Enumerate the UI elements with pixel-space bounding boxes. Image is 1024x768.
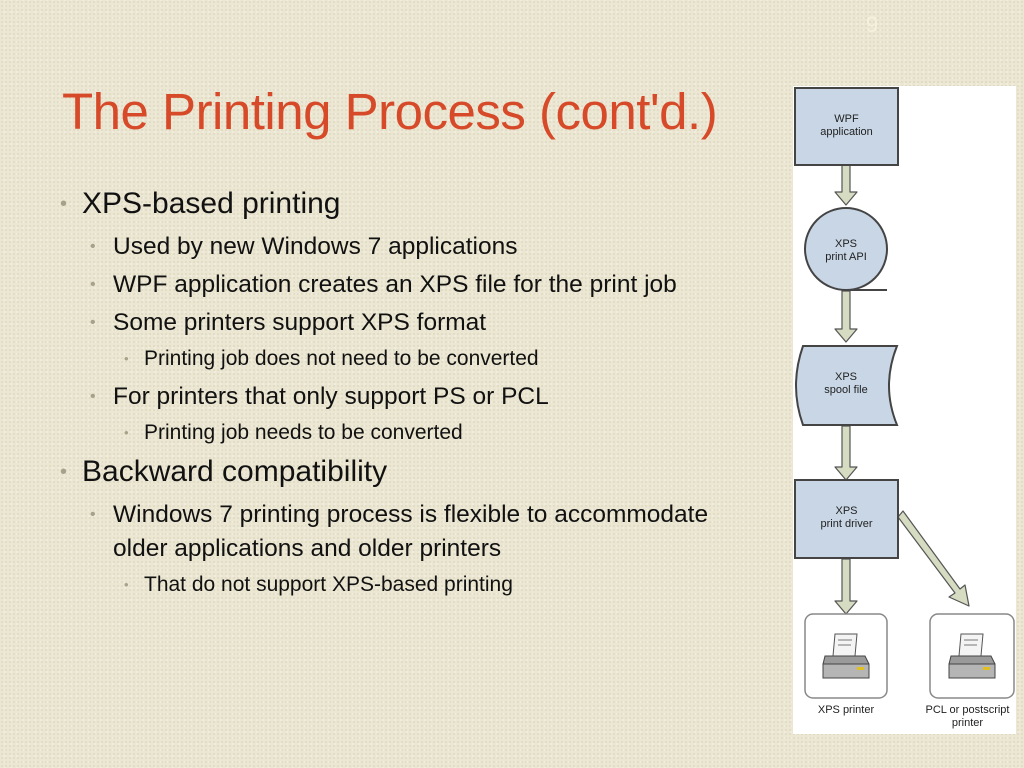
bullet-text: That do not support XPS-based printing [144, 573, 513, 596]
arrow-diagonal-icon [897, 510, 970, 607]
bullet-text: Windows 7 printing process is flexible t… [113, 501, 709, 562]
xps-print-api-label: XPS print API [825, 238, 867, 263]
bullet-dot-icon: • [124, 351, 129, 366]
xps-print-driver-label: XPS print driver [820, 505, 873, 530]
bullet-text: WPF application creates an XPS file for … [113, 271, 677, 298]
bullet-dot-icon: • [90, 388, 96, 405]
bullet-text: For printers that only support PS or PCL [113, 383, 549, 410]
bullet-text: XPS-based printing [82, 187, 341, 220]
bullet-item: • Some printers support XPS format [58, 306, 738, 340]
printer-icon [822, 633, 870, 679]
xps-printer-label: XPS printer [817, 704, 875, 716]
bullet-item: • Windows 7 printing process is flexible … [58, 498, 738, 566]
arrow-down-icon [834, 558, 858, 615]
xps-spool-file-label: XPS spool file [824, 371, 868, 396]
slide-number: 9 [865, 12, 879, 37]
bullet-item: • That do not support XPS-based printing [58, 570, 738, 600]
printing-flow-diagram: WPF application XPS print API XPS spool … [793, 86, 1016, 734]
bullet-item: • Printing job needs to be converted [58, 418, 738, 448]
bullet-item: • Backward compatibility [58, 454, 738, 490]
bullet-text: Used by new Windows 7 applications [113, 233, 518, 260]
bullet-dot-icon: • [90, 276, 96, 293]
slide-title: The Printing Process (cont'd.) [62, 83, 718, 140]
bullet-text: Printing job does not need to be convert… [144, 347, 539, 370]
bullet-dot-icon: • [90, 506, 96, 523]
bullet-item: • WPF application creates an XPS file for… [58, 268, 738, 302]
bullet-item: • Used by new Windows 7 applications [58, 230, 738, 264]
bullet-item: • Printing job does not need to be conver… [58, 344, 738, 374]
bullet-text: Printing job needs to be converted [144, 421, 463, 444]
bullet-text: Backward compatibility [82, 455, 388, 488]
xps-print-driver-box [794, 479, 899, 559]
wpf-application-box [794, 87, 899, 166]
bullet-list: • XPS-based printing • Used by new Windows… [58, 186, 738, 606]
arrow-down-icon [834, 290, 858, 343]
pcl-printer-label: PCL or postscript printer [925, 704, 1010, 729]
bullet-dot-icon: • [60, 193, 68, 215]
bullet-dot-icon: • [90, 314, 96, 331]
wpf-application-label: WPF application [820, 113, 873, 138]
arrow-down-icon [834, 164, 858, 206]
bullet-item: • For printers that only support PS or PC… [58, 380, 738, 414]
bullet-dot-icon: • [60, 461, 68, 483]
arrow-down-icon [834, 425, 858, 481]
bullet-dot-icon: • [124, 577, 129, 592]
xps-spool-file-shape [795, 345, 899, 426]
bullet-text: Some printers support XPS format [113, 309, 487, 336]
diagram-shapes [794, 87, 1015, 699]
bullet-dot-icon: • [90, 238, 96, 255]
bullet-item: • XPS-based printing [58, 186, 738, 222]
bullet-dot-icon: • [124, 425, 129, 440]
printer-icon [948, 633, 996, 679]
